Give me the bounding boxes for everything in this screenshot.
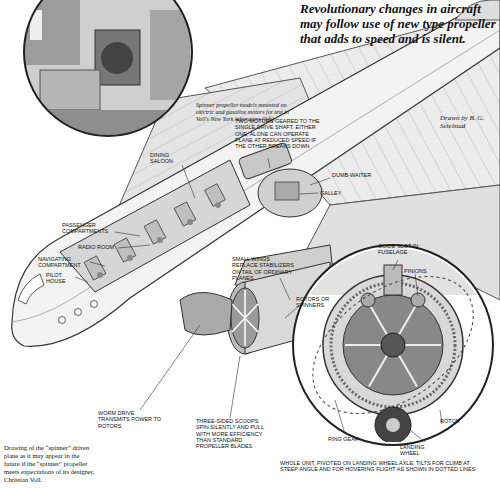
callout-label: PASSENGER COMPARTMENTS xyxy=(62,222,114,235)
callout-label: TWO MOTORS GEARED TO THE SINGLE DRIVE SH… xyxy=(235,118,325,150)
artist-credit: Drawn by B. G. Seielstad xyxy=(440,114,496,131)
callout-label: SMALL WINGS REPLACE STABILIZERS ON TAIL … xyxy=(232,256,294,281)
callout-label: GUIDE SLOT IN FUSELAGE xyxy=(378,243,426,256)
callout-label: NAVIGATING COMPARTMENT xyxy=(38,256,88,269)
headline: Revolutionary changes in aircraft may fo… xyxy=(300,2,496,47)
callout-label: LANDING WHEEL xyxy=(400,444,440,457)
callout-label: RADIO ROOM xyxy=(78,244,116,250)
callout-label: ROTORS OR SPINNERS xyxy=(296,296,336,309)
callout-label: PILOT HOUSE xyxy=(46,272,76,285)
callout-label: ROTOR xyxy=(440,418,470,424)
callout-label: DINING SALOON xyxy=(150,152,184,165)
callout-label: WHOLE UNIT, PIVOTED ON LANDING WHEEL AXL… xyxy=(280,460,480,473)
callout-label: THREE-SIDED SCOOPS SPIN SILENTLY AND PUL… xyxy=(196,418,268,450)
caption: Drawing of the “spinner” driven plane as… xyxy=(4,444,96,484)
callout-label: DUMB-WAITER xyxy=(332,172,374,178)
callout-label: GALLEY xyxy=(320,190,350,196)
callout-label: PINIONS xyxy=(404,268,434,274)
callout-label: RING GEAR xyxy=(328,436,364,442)
callout-label: WORM DRIVE TRANSMITS POWER TO ROTORS xyxy=(98,410,162,429)
